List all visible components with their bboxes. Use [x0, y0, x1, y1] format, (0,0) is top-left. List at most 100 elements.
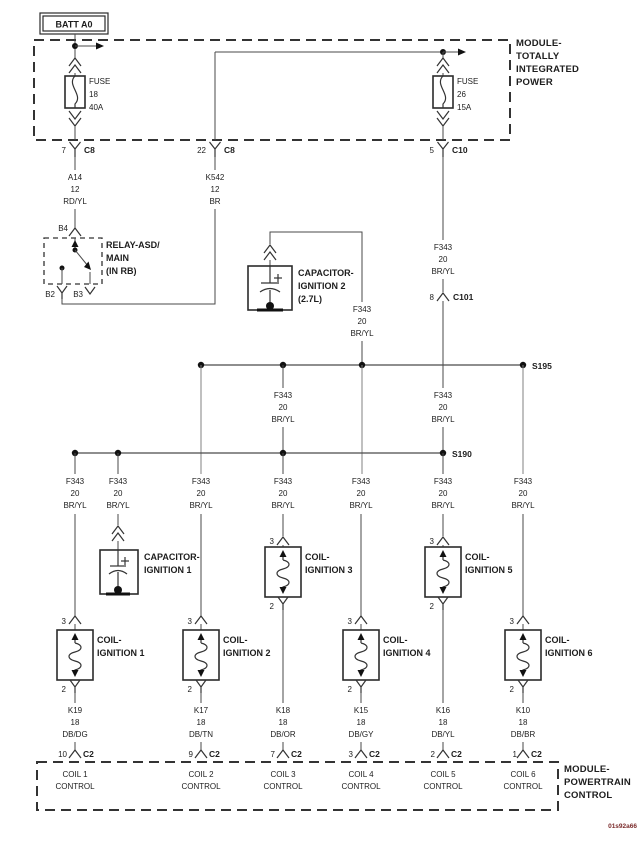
coil-label-2: IGNITION 3 [305, 565, 353, 575]
control-label: CONTROL [263, 782, 303, 791]
coil-winding-icon [436, 550, 450, 594]
wire-color: BR/YL [431, 267, 455, 276]
wire-gauge: 18 [279, 718, 288, 727]
connector-fork-icon [277, 596, 289, 610]
coil-pin-top: 3 [270, 537, 275, 546]
control-label: COIL 5 [430, 770, 456, 779]
wire-circuit: F343 [274, 477, 293, 486]
c2-name: C2 [209, 749, 220, 759]
arrow-up-icon [71, 240, 79, 247]
chevron-up-icon [516, 615, 530, 625]
fuse-element-icon [439, 75, 447, 108]
cap2-label-1: CAPACITOR- [298, 268, 354, 278]
coil-ignition-4: 3 COIL- IGNITION 4 2 K15 18 DB/GY 3 C2 [342, 514, 431, 759]
chevron-up-icon [276, 536, 290, 546]
coil-label-1: COIL- [305, 552, 330, 562]
wire-color: DB/YL [431, 730, 455, 739]
wire-color: DB/BR [511, 730, 536, 739]
wire-gauge: 20 [114, 489, 123, 498]
wire-f343-c101: F343 20 BR/YL 8 C101 F343 20 BR/YL [430, 157, 474, 453]
chevron-up-icon [194, 749, 208, 759]
wire-circuit: F343 [434, 243, 453, 252]
tipm-label-1: MODULE- [516, 38, 562, 49]
wire-circuit: K18 [276, 706, 291, 715]
tipm-label-4: POWER [516, 77, 553, 88]
coil-label-2: IGNITION 6 [545, 648, 593, 658]
relay-pin-b2: B2 [45, 290, 55, 299]
wire-color: BR/YL [189, 501, 213, 510]
wire-color: DB/OR [270, 730, 296, 739]
wire-gauge: 20 [439, 403, 448, 412]
chevron-up-icon [68, 227, 82, 237]
coil-pin-bot: 2 [270, 602, 275, 611]
coil-box [56, 629, 94, 681]
fuse1-rating: 40A [89, 103, 104, 112]
connector-fork-icon [437, 141, 449, 157]
coil-pin-top: 3 [430, 537, 435, 546]
chevron-down-double-icon [436, 110, 450, 127]
coil-ignition-1: 3 COIL- IGNITION 1 2 K19 18 DB/DG 10 C2 [56, 514, 145, 759]
capacitor-ignition-2: CAPACITOR- IGNITION 2 (2.7L) F343 20 BR/… [247, 231, 374, 365]
fuse2-name: FUSE [457, 77, 478, 86]
coil-label-2: IGNITION 1 [97, 648, 145, 658]
module-tipm: MODULE- TOTALLY INTEGRATED POWER [33, 38, 579, 141]
wire-color: BR/YL [349, 501, 373, 510]
module-pcm: COIL 1 CONTROL COIL 2 CONTROL COIL 3 CON… [36, 761, 631, 811]
cap2-branch-wire [269, 231, 363, 302]
splice-s190: S190 [71, 449, 472, 474]
chevron-up-icon [194, 615, 208, 625]
s190-label: S190 [452, 449, 472, 459]
chevron-up-icon [276, 749, 290, 759]
relay-label-1: RELAY-ASD/ [106, 240, 160, 250]
coil-winding-icon [68, 633, 82, 677]
wire-k542: K542 12 BR [61, 157, 225, 305]
coil-label-1: COIL- [545, 635, 570, 645]
relay-pin-b3: B3 [73, 290, 83, 299]
batt-box-inner [42, 15, 106, 32]
c101-name: C101 [453, 292, 474, 302]
capacitor-ignition-1: CAPACITOR- IGNITION 1 [99, 514, 200, 596]
wire-gauge: 20 [71, 489, 80, 498]
tipm-label-3: INTEGRATED [516, 64, 579, 75]
chevron-up-icon [516, 749, 530, 759]
wire-gauge: 20 [519, 489, 528, 498]
conn-name: C8 [224, 145, 235, 155]
wire-color: BR/YL [271, 415, 295, 424]
connector-fork-icon [517, 679, 529, 693]
wire-gauge: 18 [197, 718, 206, 727]
wire-circuit: K15 [354, 706, 369, 715]
c2-pin: 9 [189, 750, 194, 759]
coil-winding-icon [354, 633, 368, 677]
batt-label-box: BATT A0 [39, 12, 109, 35]
wire-a14: A14 12 RD/YL [63, 157, 87, 228]
wire-circuit: A14 [68, 173, 83, 182]
c2-pin: 2 [431, 750, 436, 759]
connector-c8-pin22: 22 C8 [197, 141, 235, 157]
coil-pin-top: 3 [188, 617, 193, 626]
c2-pin: 7 [271, 750, 276, 759]
chevron-up-double-icon [68, 57, 82, 74]
wire-color: DB/GY [349, 730, 375, 739]
capacitor-icon [257, 266, 283, 312]
relay-pin-b4: B4 [58, 224, 68, 233]
cap1-label-2: IGNITION 1 [144, 565, 192, 575]
fuse-element-icon [71, 75, 79, 108]
wire-gauge: 20 [439, 489, 448, 498]
c2-name: C2 [451, 749, 462, 759]
c2-pin: 3 [349, 750, 354, 759]
control-label: CONTROL [55, 782, 95, 791]
wire-f343-columns: F343 20 BR/YL F343 20 BR/YL F343 20 BR/Y… [63, 477, 535, 510]
control-label: CONTROL [181, 782, 221, 791]
wire-to-relay [61, 209, 216, 305]
wire-gauge: 20 [357, 489, 366, 498]
batt-label: BATT A0 [56, 20, 93, 30]
batt-box-outer [39, 12, 109, 35]
connector-fork-icon [437, 596, 449, 610]
pcm-label-2: POWERTRAIN [564, 777, 631, 788]
wire-color: BR/YL [271, 501, 295, 510]
connector-fork-icon [56, 285, 68, 299]
tipm-box [33, 39, 511, 141]
fuse2-cavity: 26 [457, 90, 466, 99]
control-label: CONTROL [423, 782, 463, 791]
arrow-contact-icon [84, 261, 91, 270]
